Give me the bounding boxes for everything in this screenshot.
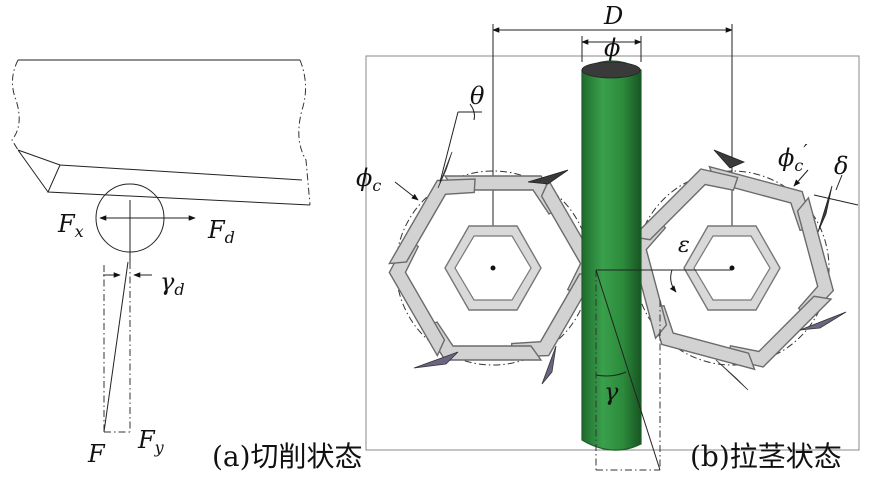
delta-leader-b	[813, 194, 859, 206]
caption-b: (b)拉茎状态	[690, 440, 842, 473]
label-phi-c: ϕc	[356, 164, 381, 195]
blade-break-line-right	[298, 59, 311, 206]
label-phi: ϕ	[604, 34, 620, 62]
label-theta: θ	[470, 82, 485, 110]
stem-top-face	[581, 61, 641, 79]
right-blade-tip-3	[799, 311, 847, 331]
label-f: F	[87, 440, 106, 468]
force-f-line	[103, 261, 129, 433]
right-blade-tip-2	[817, 185, 833, 233]
epsilon-arc	[669, 269, 677, 293]
label-gamma: γ	[604, 378, 619, 406]
panel-b-stem-pulling-state: D ϕ	[356, 2, 860, 473]
left-blade-tip-1	[527, 169, 569, 185]
label-delta: δ	[834, 152, 848, 180]
label-epsilon: ε	[678, 233, 690, 258]
right-blade-tip-4	[715, 359, 749, 391]
phi-c-prime-leader	[793, 169, 809, 187]
panel-a-cutting-state: Fx Fd γd F Fy (a)切削状态	[11, 59, 363, 473]
right-blade-tip-1	[713, 149, 746, 169]
label-fx: Fx	[57, 210, 84, 241]
right-rotor-circle	[634, 170, 830, 366]
left-blade-tip-3	[541, 345, 557, 385]
right-center-dot	[729, 265, 735, 271]
left-blade-tip-2	[413, 351, 459, 369]
caption-a: (a)切削状态	[212, 440, 363, 473]
label-fd: Fd	[207, 216, 235, 247]
delta-leader-a	[835, 174, 843, 191]
label-phi-c-prime: ϕc′	[778, 141, 807, 175]
left-blade-tip-4	[437, 151, 453, 189]
label-gamma-d: γd	[160, 268, 185, 299]
phi-c-leader	[394, 181, 419, 201]
left-center-dot	[490, 265, 496, 271]
blade-break-line-left	[11, 59, 20, 151]
theta-arc	[469, 103, 475, 121]
gamma-incline	[595, 269, 661, 471]
blade-body-outline	[17, 59, 311, 206]
label-d: D	[603, 2, 623, 30]
gamma-arc	[595, 371, 627, 377]
theta-line-a	[439, 111, 459, 183]
label-fy: Fy	[137, 426, 165, 457]
